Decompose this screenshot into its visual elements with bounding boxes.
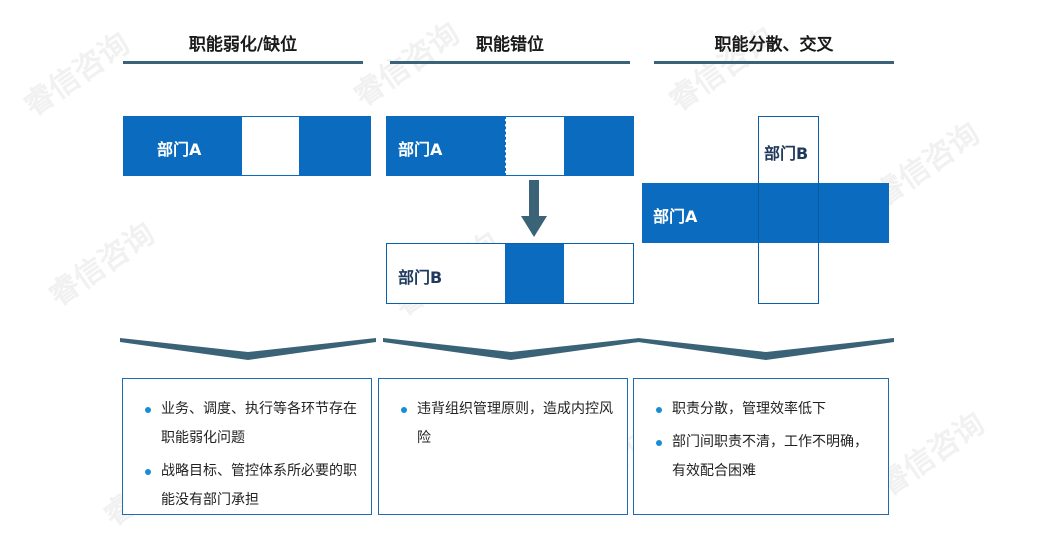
missing-function-gap bbox=[241, 116, 300, 176]
dept-b-label: 部门B bbox=[764, 144, 809, 163]
dept-a-block bbox=[564, 116, 634, 176]
dept-a-block bbox=[123, 116, 241, 176]
dept-a-label: 部门A bbox=[157, 140, 202, 159]
moved-function-slot bbox=[505, 116, 564, 176]
bullet-text: 职责分散，管理效率低下 bbox=[672, 401, 826, 417]
column-title: 职能分散、交叉 bbox=[714, 35, 834, 55]
dept-a-block bbox=[642, 183, 889, 243]
bullet-point: 违背组织管理原则，造成内控风险 bbox=[395, 395, 613, 453]
overlap-line bbox=[758, 183, 759, 243]
dept-a-label: 部门A bbox=[398, 140, 443, 159]
bullet-dot bbox=[656, 440, 662, 446]
chevron-divider bbox=[638, 338, 894, 360]
bullet-text: 部门间职责不清，工作不明确，有效配合困难 bbox=[672, 434, 868, 479]
title-rule bbox=[390, 61, 630, 64]
bullet-dot bbox=[145, 407, 151, 413]
title-rule bbox=[123, 61, 363, 64]
dept-a-block bbox=[386, 116, 505, 176]
bullet-point: 职责分散，管理效率低下 bbox=[650, 395, 874, 424]
bullet-point: 战略目标、管控体系所必要的职能没有部门承担 bbox=[139, 457, 357, 515]
bullet-text: 违背组织管理原则，造成内控风险 bbox=[417, 401, 613, 446]
chevron-divider bbox=[383, 338, 639, 360]
column-title: 职能弱化/缺位 bbox=[188, 35, 298, 55]
received-function-block bbox=[505, 244, 564, 303]
watermark: 睿信咨询 bbox=[17, 26, 137, 124]
bullet-text: 战略目标、管控体系所必要的职能没有部门承担 bbox=[161, 463, 357, 508]
bullet-dot bbox=[145, 469, 151, 475]
column-title: 职能错位 bbox=[476, 35, 544, 55]
description-panel: 职责分散，管理效率低下 部门间职责不清，工作不明确，有效配合困难 bbox=[633, 378, 889, 515]
bullet-text: 业务、调度、执行等各环节存在职能弱化问题 bbox=[161, 401, 357, 446]
dept-b-label: 部门B bbox=[398, 268, 443, 287]
bullet-point: 部门间职责不清，工作不明确，有效配合困难 bbox=[650, 428, 874, 486]
title-rule bbox=[654, 61, 894, 64]
bullet-dot bbox=[401, 407, 407, 413]
bullet-dot bbox=[656, 407, 662, 413]
description-panel: 违背组织管理原则，造成内控风险 bbox=[378, 378, 628, 515]
down-arrow-icon bbox=[521, 180, 547, 237]
chevron-divider bbox=[120, 338, 376, 360]
watermark: 睿信咨询 bbox=[42, 216, 162, 314]
dept-a-label: 部门A bbox=[653, 207, 698, 226]
bullet-point: 业务、调度、执行等各环节存在职能弱化问题 bbox=[139, 395, 357, 453]
description-panel: 业务、调度、执行等各环节存在职能弱化问题 战略目标、管控体系所必要的职能没有部门… bbox=[122, 378, 372, 515]
dept-a-block bbox=[300, 116, 371, 176]
overlap-line bbox=[818, 183, 819, 243]
